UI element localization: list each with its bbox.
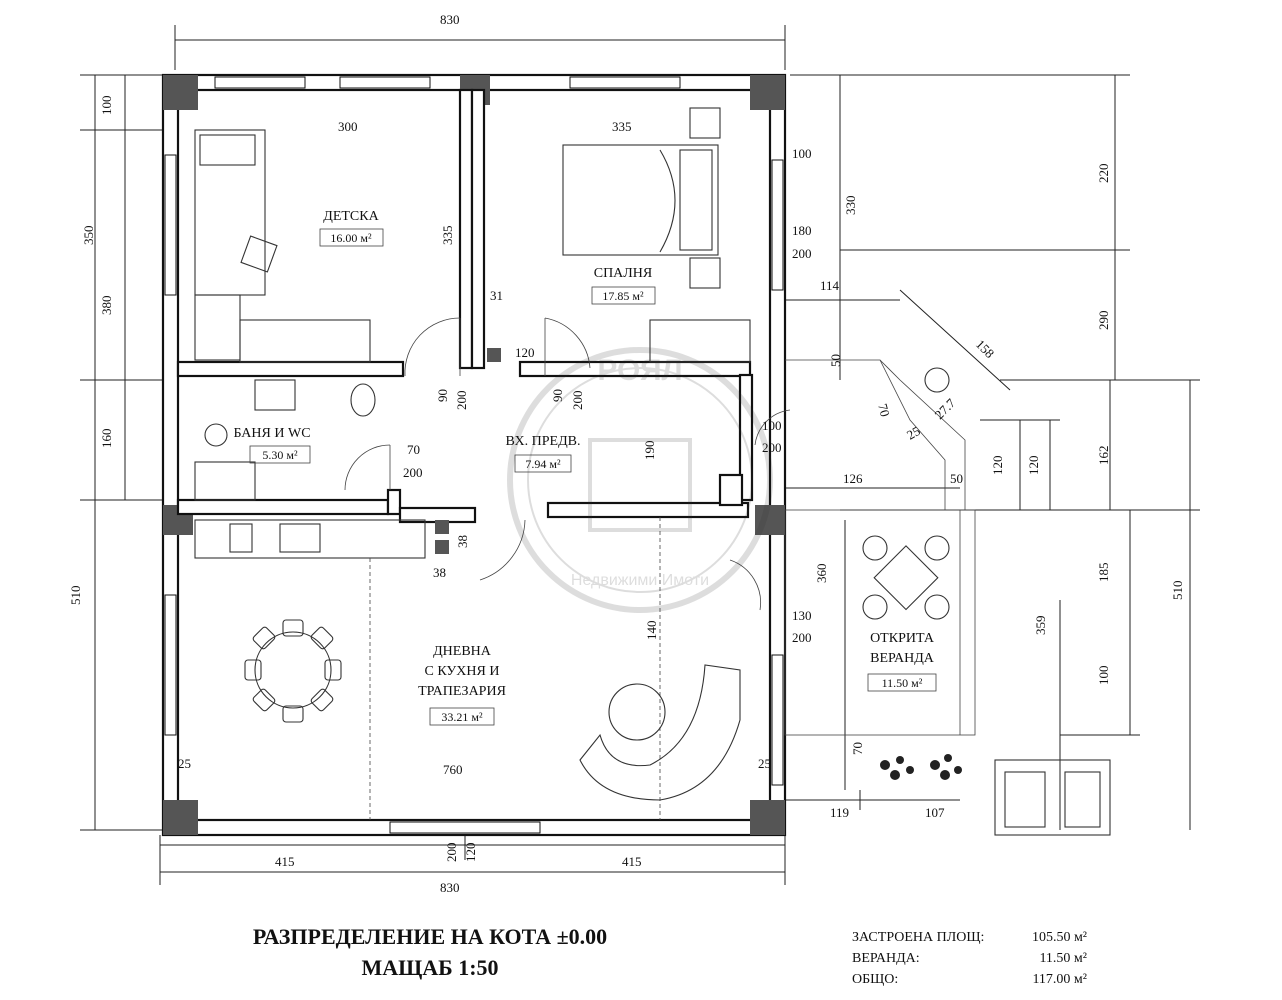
dimension-lines xyxy=(80,25,1200,885)
dim-r130: 130 xyxy=(792,608,812,623)
dim-190: 190 xyxy=(642,441,657,461)
dim-r200b: 200 xyxy=(762,440,782,455)
room-spalnya-area: 17.85 м² xyxy=(602,289,644,303)
dim-140: 140 xyxy=(644,621,659,641)
dim-r70b: 70 xyxy=(875,402,893,418)
summary-label: ОБЩО: xyxy=(852,972,899,987)
summary-row-total: ОБЩО: 117.00 м² xyxy=(852,972,1272,993)
dim-detska-width: 300 xyxy=(338,119,358,134)
dim-bottom-left: 415 xyxy=(275,854,295,869)
dim-r359: 359 xyxy=(1033,616,1048,636)
summary-value: 117.00 м² xyxy=(1032,972,1087,987)
dim-r25: 25 xyxy=(904,423,923,442)
room-dnevna-area: 33.21 м² xyxy=(441,710,483,724)
dim-r158: 158 xyxy=(973,337,997,361)
dim-r277: 27.7 xyxy=(932,395,959,422)
furniture xyxy=(194,107,1111,836)
room-veranda-area: 11.50 м² xyxy=(882,676,923,690)
room-dnevna-line1: ДНЕВНА xyxy=(433,644,492,659)
dim-far-185: 185 xyxy=(1096,563,1111,583)
dim-door-90b: 90 xyxy=(550,389,565,402)
dim-spalnya-width: 335 xyxy=(612,119,632,134)
dim-r100: 100 xyxy=(792,146,812,161)
room-spalnya-name: СПАЛНЯ xyxy=(594,266,653,281)
dim-bottom-win-h: 200 xyxy=(444,843,459,863)
dim-far-162: 162 xyxy=(1096,446,1111,466)
watermark-logo: РОЯЛ Недвижими Имоти xyxy=(507,347,773,613)
dim-r120b: 120 xyxy=(1026,456,1041,476)
room-veranda-line1: ОТКРИТА xyxy=(870,631,935,646)
room-banya-area: 5.30 м² xyxy=(262,448,298,462)
dim-door-200c: 200 xyxy=(403,465,423,480)
plan-title-line2: МАЩАБ 1:50 xyxy=(361,955,499,980)
room-vhpred-name: ВХ. ПРЕДВ. xyxy=(506,434,581,449)
room-banya-name: БАНЯ И WC xyxy=(233,426,310,441)
room-labels: ДЕТСКА 16.00 м² СПАЛНЯ 17.85 м² БАНЯ И W… xyxy=(233,209,937,726)
interior-walls xyxy=(176,88,754,554)
dim-bottom-total: 830 xyxy=(440,880,460,895)
plan-title-line1: РАЗПРЕДЕЛЕНИЕ НА КОТА ±0.00 xyxy=(252,924,608,949)
dim-top-total: 830 xyxy=(440,12,460,27)
outer-walls xyxy=(161,73,787,837)
dim-left-160: 160 xyxy=(99,429,114,449)
dimension-texts: 830 300 335 335 31 120 90 200 90 200 70 … xyxy=(68,12,1185,895)
dim-door-90a: 90 xyxy=(435,389,450,402)
dim-door-200b: 200 xyxy=(570,391,585,411)
room-detska-name: ДЕТСКА xyxy=(323,209,379,224)
dim-760: 760 xyxy=(443,762,463,777)
summary-value: 11.50 м² xyxy=(1039,951,1087,966)
dim-detska-height: 335 xyxy=(440,226,455,246)
dim-r126: 126 xyxy=(843,471,863,486)
room-dnevna-line2: С КУХНЯ И xyxy=(425,664,500,679)
dim-far-510: 510 xyxy=(1170,581,1185,601)
dim-38b: 38 xyxy=(433,565,446,580)
summary-label: ВЕРАНДА: xyxy=(852,951,920,966)
dim-door-70: 70 xyxy=(407,442,420,457)
dim-r200a: 200 xyxy=(792,246,812,261)
dim-25a: 25 xyxy=(178,756,191,771)
watermark-line2: Недвижими Имоти xyxy=(571,572,709,589)
dim-r330: 330 xyxy=(843,196,858,216)
dim-r50a: 50 xyxy=(828,354,843,367)
dim-far-100: 100 xyxy=(1096,666,1111,686)
dim-left-350: 350 xyxy=(81,226,96,246)
dim-25b: 25 xyxy=(758,756,771,771)
room-dnevna-line3: ТРАПЕЗАРИЯ xyxy=(418,684,506,699)
dim-r114: 114 xyxy=(820,278,840,293)
dim-r107: 107 xyxy=(925,805,945,820)
doors xyxy=(344,317,791,611)
room-detska-area: 16.00 м² xyxy=(330,231,372,245)
dim-left-100: 100 xyxy=(99,96,114,116)
dim-r119: 119 xyxy=(830,805,849,820)
dim-31: 31 xyxy=(490,288,503,303)
watermark-line1: РОЯЛ xyxy=(597,354,682,387)
dim-120a: 120 xyxy=(515,345,535,360)
dim-38a: 38 xyxy=(455,535,470,548)
dim-left-380: 380 xyxy=(99,296,114,316)
area-summary: ЗАСТРОЕНА ПЛОЩ: 105.50 м² ВЕРАНДА: 11.50… xyxy=(852,930,1272,993)
summary-value: 105.50 м² xyxy=(1031,930,1087,945)
dim-far-220: 220 xyxy=(1096,164,1111,184)
dim-bottom-win-w: 120 xyxy=(463,843,478,863)
room-vhpred-area: 7.94 м² xyxy=(525,457,561,471)
dim-r100b: 100 xyxy=(762,418,782,433)
dim-bottom-right: 415 xyxy=(622,854,642,869)
summary-row-built: ЗАСТРОЕНА ПЛОЩ: 105.50 м² xyxy=(852,930,1272,951)
dim-r360: 360 xyxy=(814,564,829,584)
dim-r70: 70 xyxy=(850,742,865,755)
dim-left-510: 510 xyxy=(68,586,83,606)
dim-far-290: 290 xyxy=(1096,311,1111,331)
dim-r180: 180 xyxy=(792,223,812,238)
summary-row-veranda: ВЕРАНДА: 11.50 м² xyxy=(852,951,1272,972)
dim-door-200a: 200 xyxy=(454,391,469,411)
summary-label: ЗАСТРОЕНА ПЛОЩ: xyxy=(852,930,985,945)
dim-r50b: 50 xyxy=(950,471,963,486)
room-veranda-line2: ВЕРАНДА xyxy=(870,651,935,666)
dim-r200c: 200 xyxy=(792,630,812,645)
dim-r120a: 120 xyxy=(990,456,1005,476)
